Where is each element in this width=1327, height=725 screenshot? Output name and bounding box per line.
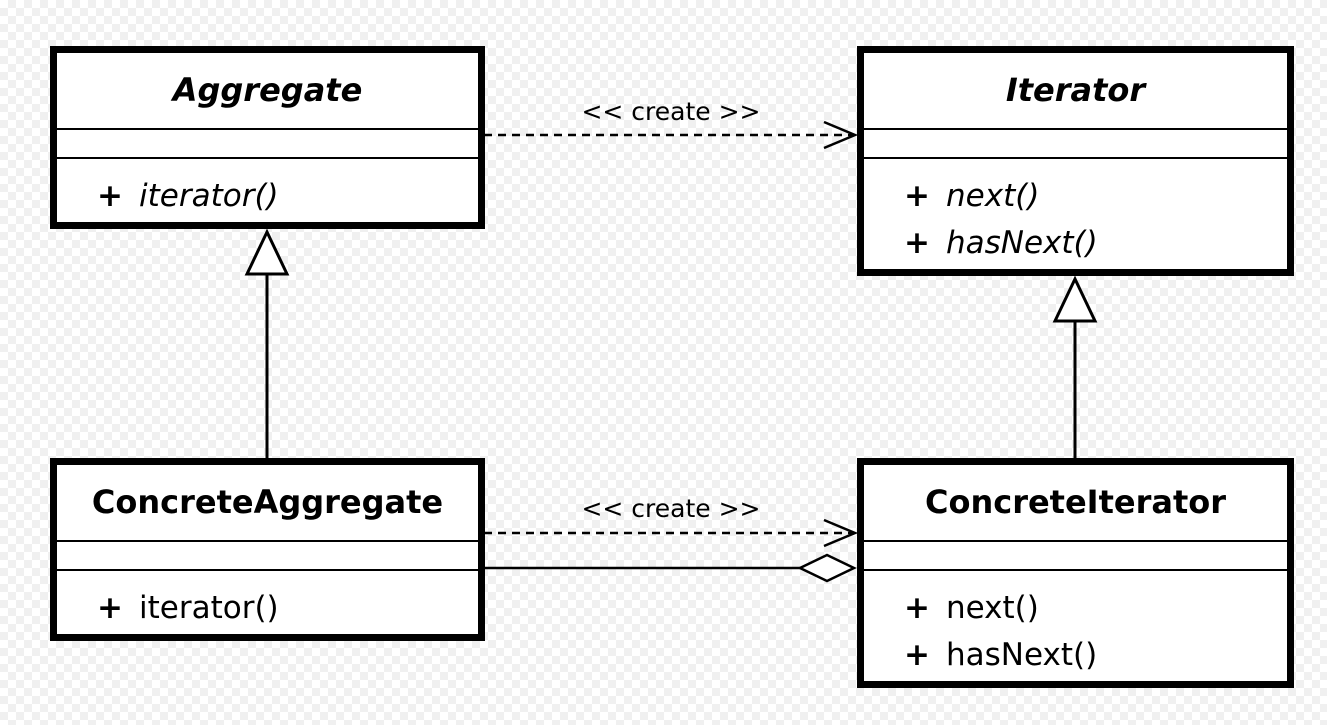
operations-compartment: + iterator() bbox=[57, 571, 478, 632]
operation: + next() bbox=[904, 173, 1287, 220]
class-name: ConcreteIterator bbox=[924, 483, 1227, 521]
attributes-compartment bbox=[57, 540, 478, 571]
class-name: Iterator bbox=[1005, 71, 1146, 109]
dependency-arrow-top bbox=[823, 120, 859, 150]
class-name: ConcreteAggregate bbox=[91, 483, 444, 521]
operations-compartment: + next() + hasNext() bbox=[864, 159, 1287, 267]
dependency-arrow-bottom bbox=[823, 518, 859, 548]
visibility-marker: + bbox=[97, 178, 123, 214]
class-concrete-iterator[interactable]: ConcreteIterator + next() + hasNext() bbox=[857, 458, 1294, 688]
visibility-marker: + bbox=[904, 637, 930, 673]
operations-compartment: + iterator() bbox=[57, 159, 478, 220]
operation: + hasNext() bbox=[904, 220, 1287, 267]
operation-signature: hasNext() bbox=[946, 637, 1098, 673]
create-stereotype-top: << create >> bbox=[581, 97, 761, 126]
class-aggregate[interactable]: Aggregate + iterator() bbox=[50, 46, 485, 229]
operation-signature: iterator() bbox=[139, 178, 279, 214]
visibility-marker: + bbox=[904, 178, 930, 214]
class-concrete-aggregate[interactable]: ConcreteAggregate + iterator() bbox=[50, 458, 485, 641]
operation: + hasNext() bbox=[904, 632, 1287, 679]
create-stereotype-bottom: << create >> bbox=[581, 494, 761, 523]
operations-compartment: + next() + hasNext() bbox=[864, 571, 1287, 679]
visibility-marker: + bbox=[904, 225, 930, 261]
visibility-marker: + bbox=[97, 590, 123, 626]
attributes-compartment bbox=[864, 540, 1287, 571]
attributes-compartment bbox=[57, 128, 478, 159]
generalization-arrow-aggregate bbox=[244, 228, 290, 276]
visibility-marker: + bbox=[904, 590, 930, 626]
class-iterator[interactable]: Iterator + next() + hasNext() bbox=[857, 46, 1294, 276]
operation: + iterator() bbox=[97, 585, 478, 632]
operation-signature: hasNext() bbox=[946, 225, 1098, 261]
operation: + next() bbox=[904, 585, 1287, 632]
class-name: Aggregate bbox=[172, 71, 363, 109]
operation-signature: next() bbox=[946, 590, 1039, 626]
attributes-compartment bbox=[864, 128, 1287, 159]
generalization-arrow-iterator bbox=[1052, 275, 1098, 323]
operation-signature: iterator() bbox=[139, 590, 279, 626]
operation: + iterator() bbox=[97, 173, 478, 220]
aggregation-diamond bbox=[797, 553, 857, 583]
operation-signature: next() bbox=[946, 178, 1040, 214]
